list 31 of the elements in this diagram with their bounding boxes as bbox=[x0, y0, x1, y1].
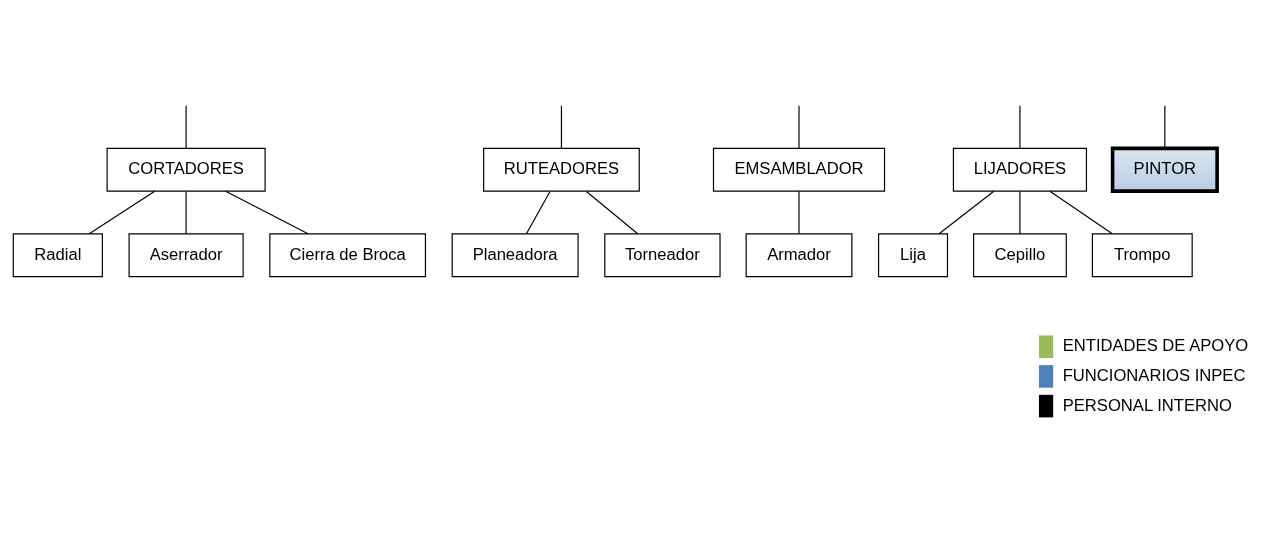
connector bbox=[225, 190, 309, 235]
connector bbox=[798, 105, 800, 149]
connector bbox=[938, 190, 995, 235]
connector bbox=[1049, 190, 1113, 235]
node-box: Cierra de Broca bbox=[269, 233, 427, 278]
node-box: Torneador bbox=[604, 233, 721, 278]
node-box: RUTEADORES bbox=[483, 147, 640, 192]
node-box: Trompo bbox=[1091, 233, 1193, 278]
legend-label: FUNCIONARIOS INPEC bbox=[1062, 365, 1246, 385]
node-box: Cepillo bbox=[973, 233, 1067, 278]
node-box: Planeadora bbox=[451, 233, 579, 278]
connector bbox=[185, 190, 187, 235]
legend-label: ENTIDADES DE APOYO bbox=[1062, 336, 1249, 356]
node-box: CORTADORES bbox=[106, 147, 266, 192]
node-box: LIJADORES bbox=[952, 147, 1088, 192]
connector bbox=[525, 190, 551, 235]
node-box: Lija bbox=[878, 233, 949, 278]
legend-label: PERSONAL INTERNO bbox=[1062, 395, 1232, 415]
connector bbox=[88, 190, 156, 235]
connector bbox=[1019, 105, 1021, 149]
connector bbox=[1164, 105, 1166, 149]
connector bbox=[585, 190, 639, 235]
node-box: Radial bbox=[12, 233, 103, 278]
node-box: Aserrador bbox=[128, 233, 244, 278]
connector bbox=[185, 105, 187, 149]
node-box: Armador bbox=[745, 233, 853, 278]
connector bbox=[798, 190, 800, 235]
connector bbox=[1019, 190, 1021, 235]
node-box: PINTOR bbox=[1110, 146, 1219, 193]
node-box: EMSAMBLADOR bbox=[712, 147, 886, 192]
connector bbox=[560, 105, 563, 149]
